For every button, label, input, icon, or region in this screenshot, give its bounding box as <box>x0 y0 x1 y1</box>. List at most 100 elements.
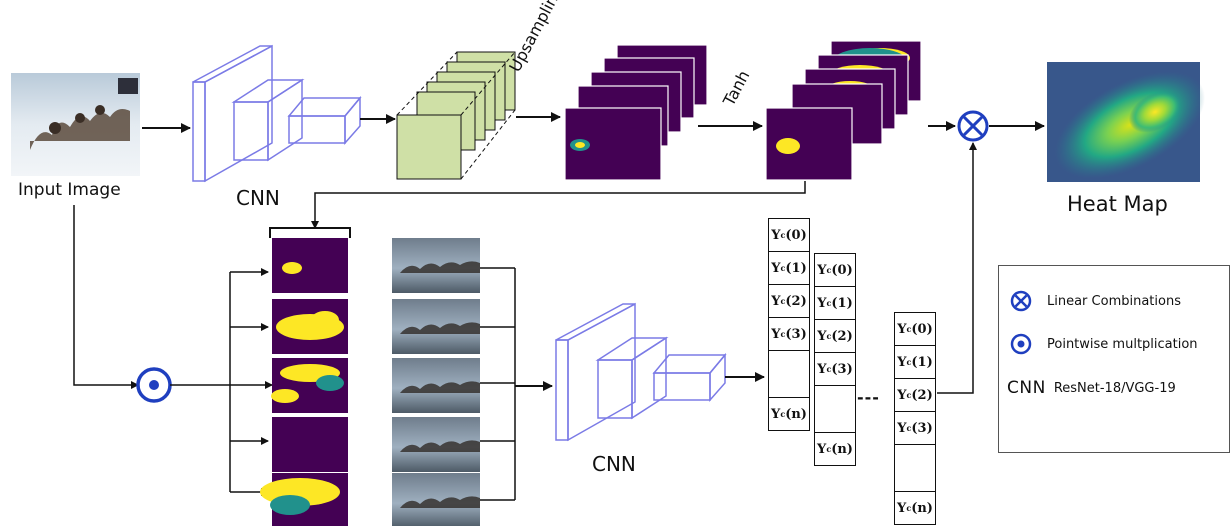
score-index: (n) <box>831 441 853 457</box>
score-index: (0) <box>831 262 853 278</box>
score-subscript: c <box>780 230 786 240</box>
mask-map <box>272 238 348 293</box>
masked-image <box>392 473 480 526</box>
score-subscript: c <box>906 357 912 367</box>
score-subscript: c <box>906 390 912 400</box>
legend-box: Linear Combinations Pointwise multplicat… <box>998 265 1230 453</box>
score-symbol: Y <box>771 260 781 276</box>
cnn-bottom-icon <box>555 302 727 442</box>
dot-circle-icon <box>136 367 172 403</box>
mask-map <box>260 473 348 526</box>
masked-image <box>392 358 480 413</box>
score-symbol: Y <box>817 328 827 344</box>
score-subscript: c <box>826 331 832 341</box>
upsampled-maps-stack <box>564 44 708 181</box>
score-symbol: Y <box>897 354 907 370</box>
mask-map <box>272 417 348 472</box>
legend-pointwise-text: Pointwise multplication <box>1047 336 1198 352</box>
score-index: (n) <box>785 406 807 422</box>
score-symbol: Y <box>817 441 827 457</box>
heat-map-image <box>1047 62 1206 182</box>
cross-circle-icon <box>1003 289 1039 313</box>
score-symbol: Y <box>771 227 781 243</box>
cnn-top-icon <box>192 44 362 183</box>
feature-maps-stack <box>396 51 516 180</box>
mask-map <box>272 299 348 354</box>
score-symbol: Y <box>817 361 827 377</box>
input-image-label: Input Image <box>18 180 121 200</box>
score-symbol: Y <box>771 326 781 342</box>
cnn-top-label: CNN <box>236 186 280 210</box>
score-subscript: c <box>906 423 912 433</box>
collect-lines <box>480 267 553 501</box>
score-symbol: Y <box>771 293 781 309</box>
stack-map <box>564 107 662 181</box>
score-subscript: c <box>826 444 832 454</box>
score-subscript: c <box>826 298 832 308</box>
legend-cnn-text: ResNet-18/VGG-19 <box>1053 380 1176 396</box>
score-subscript: c <box>780 296 786 306</box>
cross-circle-icon <box>957 110 989 142</box>
score-index: (3) <box>831 361 853 377</box>
score-symbol: Y <box>897 500 907 516</box>
score-index: (3) <box>785 326 807 342</box>
legend-linear-combinations-text: Linear Combinations <box>1047 293 1181 309</box>
score-cell <box>895 445 935 492</box>
score-index: (2) <box>831 328 853 344</box>
ellipsis-label: --- <box>857 388 880 407</box>
score-cell <box>815 386 855 433</box>
score-subscript: c <box>780 409 786 419</box>
score-subscript: c <box>780 263 786 273</box>
mask-fan-lines <box>229 268 269 496</box>
masks-column <box>260 238 348 526</box>
legend-pointwise: Pointwise multplication <box>999 329 1229 359</box>
masked-image <box>392 299 480 354</box>
legend-cnn: CNN ResNet-18/VGG-19 <box>999 373 1229 403</box>
score-index: (n) <box>911 500 933 516</box>
mask-map <box>271 358 348 413</box>
legend-cnn-symbol: CNN <box>1007 378 1046 398</box>
score-symbol: Y <box>897 420 907 436</box>
masked-image <box>392 238 480 293</box>
score-index: (0) <box>911 321 933 337</box>
score-index: (1) <box>911 354 933 370</box>
score-symbol: Y <box>897 321 907 337</box>
score-subscript: c <box>780 329 786 339</box>
masked-image <box>392 417 480 472</box>
score-subscript: c <box>906 324 912 334</box>
tanh-maps-stack <box>765 40 922 181</box>
input-image <box>11 73 140 176</box>
score-subscript: c <box>826 364 832 374</box>
masked-images-column <box>392 238 480 526</box>
score-index: (1) <box>785 260 807 276</box>
stack-map <box>765 107 853 181</box>
dot-circle-icon <box>1003 332 1039 356</box>
score-index: (3) <box>911 420 933 436</box>
score-symbol: Y <box>817 262 827 278</box>
score-subscript: c <box>826 265 832 275</box>
cnn-bottom-label: CNN <box>592 452 636 476</box>
score-index: (2) <box>911 387 933 403</box>
score-index: (1) <box>831 295 853 311</box>
heat-map-label: Heat Map <box>1067 192 1168 216</box>
